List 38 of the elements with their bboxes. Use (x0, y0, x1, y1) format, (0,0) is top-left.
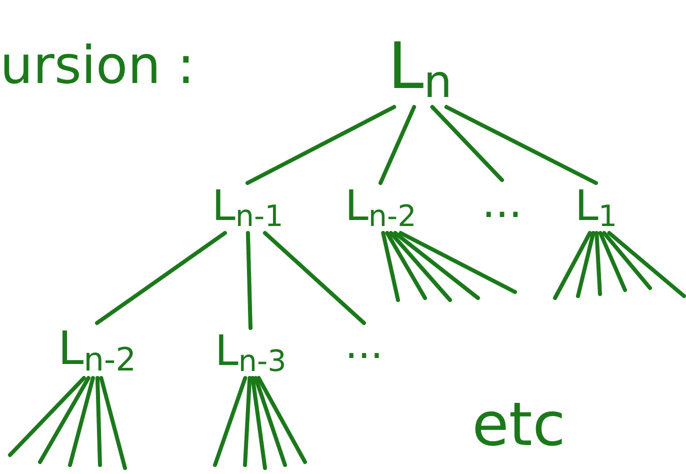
connector-line (262, 231, 366, 325)
term-label: ... (482, 182, 522, 224)
note-text: etc (472, 395, 566, 455)
connector-line (430, 105, 504, 182)
connector-line (607, 231, 686, 298)
term-label: ... (345, 325, 384, 365)
term-label: L$_{n}$ (388, 35, 452, 105)
term-label: L$_{n-1}$ (212, 185, 284, 232)
connector-line (8, 376, 86, 457)
connector-line (388, 231, 452, 302)
term-label: L$_{1}$ (575, 185, 618, 232)
connector-line (594, 231, 602, 296)
connector-line (256, 376, 307, 464)
connector-line (553, 231, 592, 300)
term-label: L$_{n-3}$ (215, 330, 286, 376)
connector-line (393, 231, 480, 300)
connector-line (598, 231, 627, 292)
connector-line (213, 376, 248, 467)
connector-line (250, 376, 267, 470)
heading: ursion : (0, 40, 195, 92)
connector-line (95, 231, 227, 325)
connector-line (444, 105, 598, 185)
connector-line (602, 231, 652, 290)
connector-line (99, 376, 127, 470)
connector-line (246, 231, 252, 330)
connector-line (95, 376, 102, 467)
connector-line (254, 376, 287, 467)
connector-line (38, 376, 90, 464)
connector-line (576, 231, 596, 298)
term-label: L$_{n-2}$ (58, 325, 136, 376)
connector-line (398, 231, 517, 294)
connector-line (68, 376, 95, 467)
connector-line (385, 231, 427, 300)
connector-line (378, 105, 416, 185)
connector-line (243, 376, 252, 467)
connector-line (246, 105, 396, 185)
term-label: L$_{n-2}$ (345, 185, 416, 232)
connector-line (381, 231, 400, 302)
